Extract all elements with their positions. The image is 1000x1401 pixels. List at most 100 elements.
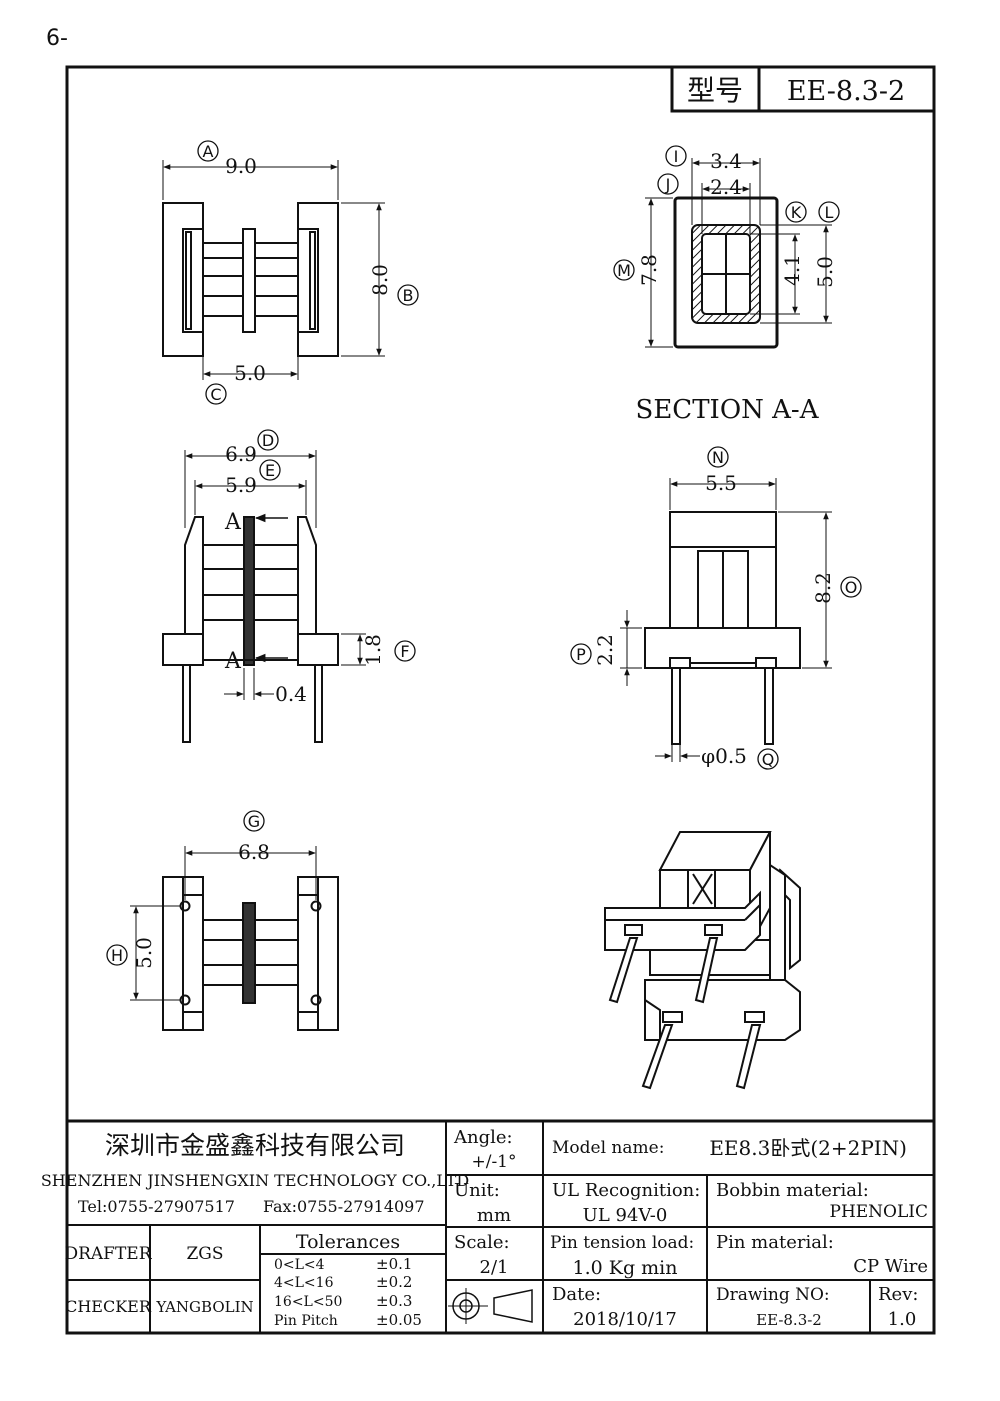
page-number: 6- <box>46 26 68 51</box>
sheet-border <box>65 65 936 1335</box>
svg-text:Pin material:: Pin material: <box>716 1232 834 1253</box>
svg-text:UL 94V-0: UL 94V-0 <box>583 1205 668 1226</box>
pin-material-cell: Pin material: CP Wire <box>716 1232 928 1277</box>
svg-text:I: I <box>674 147 679 166</box>
dim-D: 6.9 D <box>225 429 279 466</box>
svg-text:16<L<50: 16<L<50 <box>274 1294 342 1310</box>
svg-text:M: M <box>617 261 631 280</box>
section-title: SECTION A-A <box>636 395 820 425</box>
svg-text:P: P <box>576 645 586 664</box>
svg-text:Pin Pitch: Pin Pitch <box>274 1313 338 1329</box>
svg-text:Bobbin material:: Bobbin material: <box>716 1180 869 1201</box>
company-info: 深圳市金盛鑫科技有限公司 SHENZHEN JINSHENGXIN TECHNO… <box>41 1131 469 1216</box>
svg-text:2.4: 2.4 <box>710 175 742 199</box>
svg-text:N: N <box>712 448 724 467</box>
angle-cell: Angle: +/-1° <box>453 1127 517 1172</box>
svg-text:±0.2: ±0.2 <box>376 1273 412 1291</box>
dim-A: A 9.0 <box>197 140 257 178</box>
svg-text:EE8.3卧式(2+2PIN): EE8.3卧式(2+2PIN) <box>709 1136 907 1160</box>
dim-L: L 5.0 <box>813 201 840 288</box>
svg-text:1.0 Kg min: 1.0 Kg min <box>573 1257 678 1279</box>
type-value: EE-8.3-2 <box>787 76 905 107</box>
svg-text:2.2: 2.2 <box>593 634 617 666</box>
svg-text:Pin tension load:: Pin tension load: <box>550 1233 694 1253</box>
svg-text:±0.3: ±0.3 <box>376 1292 412 1310</box>
dim-N: N 5.5 <box>705 446 737 495</box>
svg-text:2/1: 2/1 <box>480 1257 509 1278</box>
dim-Q: φ0.5 Q <box>701 744 779 770</box>
svg-text:7.8: 7.8 <box>637 254 661 286</box>
svg-text:CP Wire: CP Wire <box>853 1256 928 1277</box>
company-fax: Fax:0755-27914097 <box>263 1197 425 1216</box>
svg-text:O: O <box>845 578 858 597</box>
svg-text:4<L<16: 4<L<16 <box>274 1275 334 1291</box>
bottom-view <box>130 846 339 1031</box>
bobbin-cell: Bobbin material: PHENOLIC <box>716 1180 928 1222</box>
svg-text:0.4: 0.4 <box>275 682 307 706</box>
drafter-row: DRAFTER ZGS <box>64 1244 223 1264</box>
section-view <box>645 158 832 349</box>
date-cell: Date: 2018/10/17 <box>552 1284 677 1330</box>
side-view <box>620 478 832 762</box>
svg-text:φ0.5: φ0.5 <box>701 744 747 768</box>
svg-text:2018/10/17: 2018/10/17 <box>573 1309 677 1330</box>
section-marks: A A <box>224 510 242 674</box>
svg-text:UL Recognition:: UL Recognition: <box>552 1180 700 1201</box>
isometric-view <box>604 831 801 1090</box>
unit-cell: Unit: mm <box>454 1180 511 1226</box>
svg-text:Unit:: Unit: <box>454 1180 500 1201</box>
svg-text:DRAFTER: DRAFTER <box>64 1244 152 1264</box>
svg-text:Scale:: Scale: <box>454 1232 510 1253</box>
svg-text:Date:: Date: <box>552 1284 601 1305</box>
svg-text:Q: Q <box>762 750 775 769</box>
svg-text:K: K <box>791 203 802 222</box>
dim-K: K 4.1 <box>780 201 807 286</box>
svg-text:+/-1°: +/-1° <box>471 1152 516 1172</box>
svg-text:1.8: 1.8 <box>361 634 385 666</box>
svg-text:6.8: 6.8 <box>238 840 270 864</box>
dim-H: H 5.0 <box>106 937 156 969</box>
svg-text:E: E <box>265 461 275 480</box>
svg-text:PHENOLIC: PHENOLIC <box>830 1202 929 1222</box>
svg-text:0<L<4: 0<L<4 <box>274 1257 325 1273</box>
dim-E: 5.9 E <box>225 459 281 497</box>
svg-text:B: B <box>403 286 414 305</box>
dim-B: 8.0 B <box>368 264 419 306</box>
company-en: SHENZHEN JINSHENGXIN TECHNOLOGY CO.,LTD <box>41 1171 469 1190</box>
company-cn: 深圳市金盛鑫科技有限公司 <box>105 1131 405 1160</box>
svg-text:5.9: 5.9 <box>225 473 257 497</box>
svg-text:A: A <box>224 649 242 674</box>
drawing-no-cell: Drawing NO: EE-8.3-2 <box>716 1285 830 1329</box>
front-view <box>162 450 366 743</box>
dim-J: J 2.4 <box>657 173 742 199</box>
rev-cell: Rev: 1.0 <box>878 1284 918 1330</box>
svg-text:±0.1: ±0.1 <box>376 1255 412 1273</box>
svg-text:3.4: 3.4 <box>710 149 742 173</box>
dim-F: 1.8 F <box>361 634 416 666</box>
model-header-box: 型号 EE-8.3-2 <box>670 65 936 113</box>
dim-P: P 2.2 <box>570 634 617 666</box>
svg-text:L: L <box>825 203 834 222</box>
top-view <box>162 160 385 380</box>
dim-I: I 3.4 <box>665 145 742 173</box>
scale-cell: Scale: 2/1 <box>454 1232 510 1278</box>
svg-text:A: A <box>224 510 242 535</box>
svg-text:4.1: 4.1 <box>780 254 804 286</box>
title-block <box>67 1119 934 1333</box>
svg-text:5.5: 5.5 <box>705 471 737 495</box>
svg-text:C: C <box>210 385 221 404</box>
svg-text:H: H <box>111 946 123 965</box>
svg-text:Tolerances: Tolerances <box>296 1231 400 1253</box>
svg-text:Rev:: Rev: <box>878 1284 918 1305</box>
svg-text:Angle:: Angle: <box>453 1127 513 1148</box>
dim-G: G 6.8 <box>238 810 270 864</box>
dim-O: 8.2 O <box>811 572 862 604</box>
model-cell: Model name: EE8.3卧式(2+2PIN) <box>552 1136 907 1160</box>
svg-text:5.0: 5.0 <box>132 937 156 969</box>
pin-tension-cell: Pin tension load: 1.0 Kg min <box>550 1233 694 1279</box>
svg-text:F: F <box>400 642 409 661</box>
svg-text:CHECKER: CHECKER <box>65 1297 152 1316</box>
tolerances-table: Tolerances 0<L<4 ±0.1 4<L<16 ±0.2 16<L<5… <box>274 1231 422 1329</box>
svg-text:A: A <box>203 142 214 161</box>
